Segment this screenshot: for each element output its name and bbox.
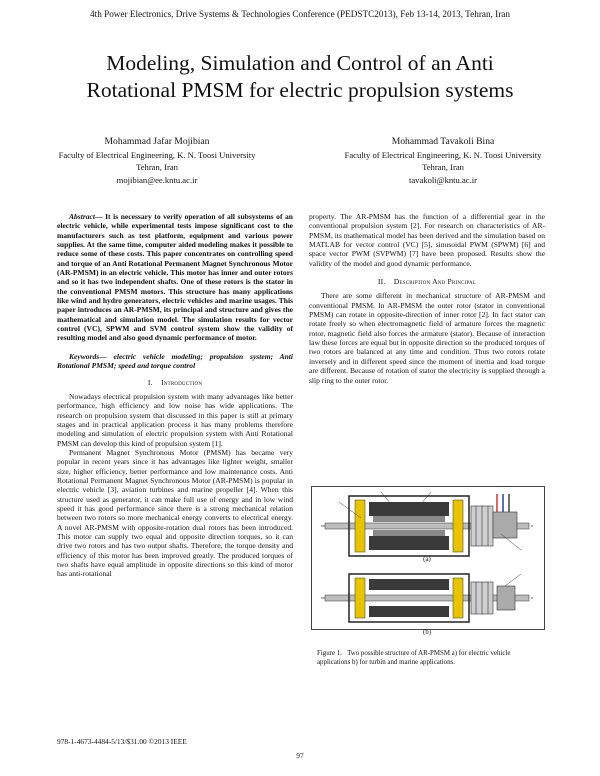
conference-header: 4th Power Electronics, Drive Systems & T… [90,9,510,19]
title-line-2: Rotational PMSM for electric propulsion … [86,78,514,102]
figure-caption-body: Two possible structure of AR-PMSM a) for… [317,650,511,666]
section-1-number: I. [147,377,153,387]
section-2-number: II. [377,277,386,287]
paper-title: Modeling, Simulation and Control of an A… [40,50,560,104]
author-1-block: Mohammad Jafar Mojibian Faculty of Elect… [22,136,292,186]
abstract-body: It is necessary to verify operation of a… [57,212,293,343]
author-2-email: tavakoli@kntu.ac.ir [408,174,478,185]
right-paragraph-2: There are some different in mechanical s… [309,291,545,385]
author-1-name: Mohammad Jafar Mojibian [104,136,210,147]
figure-label-b: (b) [422,629,432,636]
abstract-lead: Abstract— [69,212,103,221]
section-1-title: Introduction [161,377,203,387]
figure-caption: Figure 1. Two possible structure of AR-P… [317,650,539,667]
title-line-1: Modeling, Simulation and Control of an A… [106,51,494,75]
section-2-heading: II. Description And Principal [309,277,545,286]
author-2-city: Tehran, Iran [422,162,464,172]
right-paragraph-1: property. The AR-PMSM has the function o… [309,212,545,268]
intro-paragraph-2: Permanent Magnet Synchronous Motor (PMSM… [57,447,293,579]
intro-paragraph-1: Nowadays electrical propulsion system wi… [57,391,293,448]
figure-caption-lead: Figure 1. [317,650,342,657]
author-1-city: Tehran, Iran [136,162,178,172]
author-1-affiliation: Faculty of Electrical Engineering, K. N.… [58,149,256,160]
right-column: property. The AR-PMSM has the function o… [309,212,545,385]
keywords: Keywords— electric vehicle modeling; pro… [57,351,293,371]
author-2-block: Mohammad Tavakoli Bina Faculty of Electr… [308,136,578,186]
section-2-title: Description And Principal [393,277,477,287]
motor-structure-a-diagram [321,491,533,557]
abstract: Abstract— It is necessary to verify oper… [57,212,293,343]
footer-isbn: 978-1-4673-4484-5/13/$31.00 ©2013 IEEE [57,737,187,746]
author-1-email: mojibian@ee.kntu.ac.ir [116,174,198,185]
figure-label-a: (a) [423,556,431,563]
page-number: 97 [296,751,304,760]
motor-structure-b-diagram [321,573,533,623]
figure-1: (a) (b) Figure 1. Two possible structure… [309,478,545,676]
author-2-name: Mohammad Tavakoli Bina [391,136,495,147]
left-column: Abstract— It is necessary to verify oper… [57,212,293,579]
author-2-affiliation: Faculty of Electrical Engineering, K. N.… [344,149,542,160]
section-1-heading: I. Introduction [57,378,293,387]
